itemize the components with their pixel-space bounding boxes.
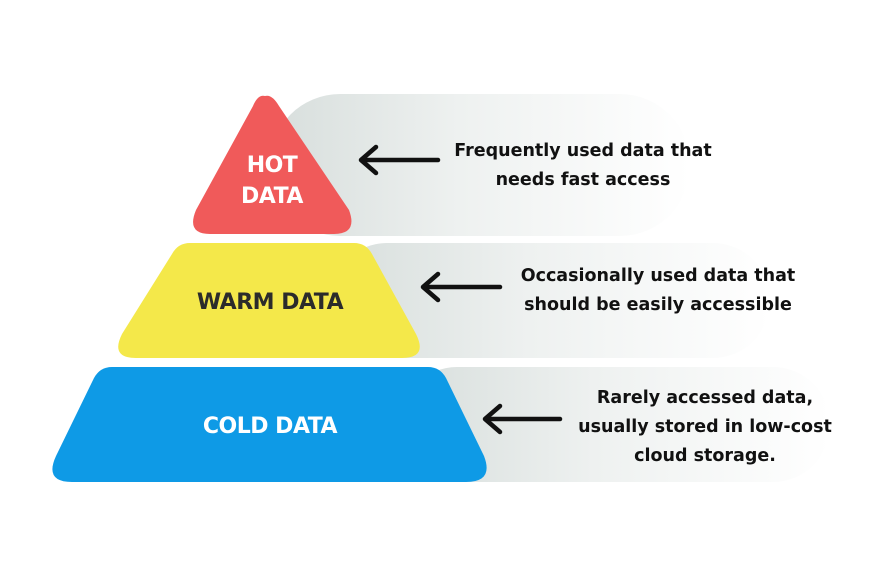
cold-description-line1: Rarely accessed data, [596,388,814,408]
warm-tier-shape [118,243,420,358]
hot-tier-label-line2: DATA [241,184,303,209]
warm-band [330,243,770,358]
hot-tier-shape [193,95,352,234]
warm-description-line2: should be easily accessible [524,295,792,315]
hot-tier-description: Frequently used data that needs fast acc… [448,137,718,195]
hot-description-line1: Frequently used data that [454,141,712,161]
cold-tier-label: COLD DATA [203,414,338,439]
hot-description-line2: needs fast access [495,170,671,190]
hot-tier-label-line1: HOT [247,153,298,178]
arrow-left-icon [358,144,441,176]
hot-band [270,94,690,236]
warm-tier-label: WARM DATA [197,290,344,315]
cold-tier-shape [52,367,487,482]
arrow-left-icon [482,403,563,435]
cold-tier-description: Rarely accessed data, usually stored in … [570,384,840,471]
warm-description-line1: Occasionally used data that [520,266,796,286]
cold-description-line3: cloud storage. [634,446,776,466]
arrow-left-icon [420,271,503,303]
cold-band [400,367,830,482]
warm-tier-description: Occasionally used data that should be ea… [508,262,808,320]
cold-description-line2: usually stored in low-cost [578,417,832,437]
